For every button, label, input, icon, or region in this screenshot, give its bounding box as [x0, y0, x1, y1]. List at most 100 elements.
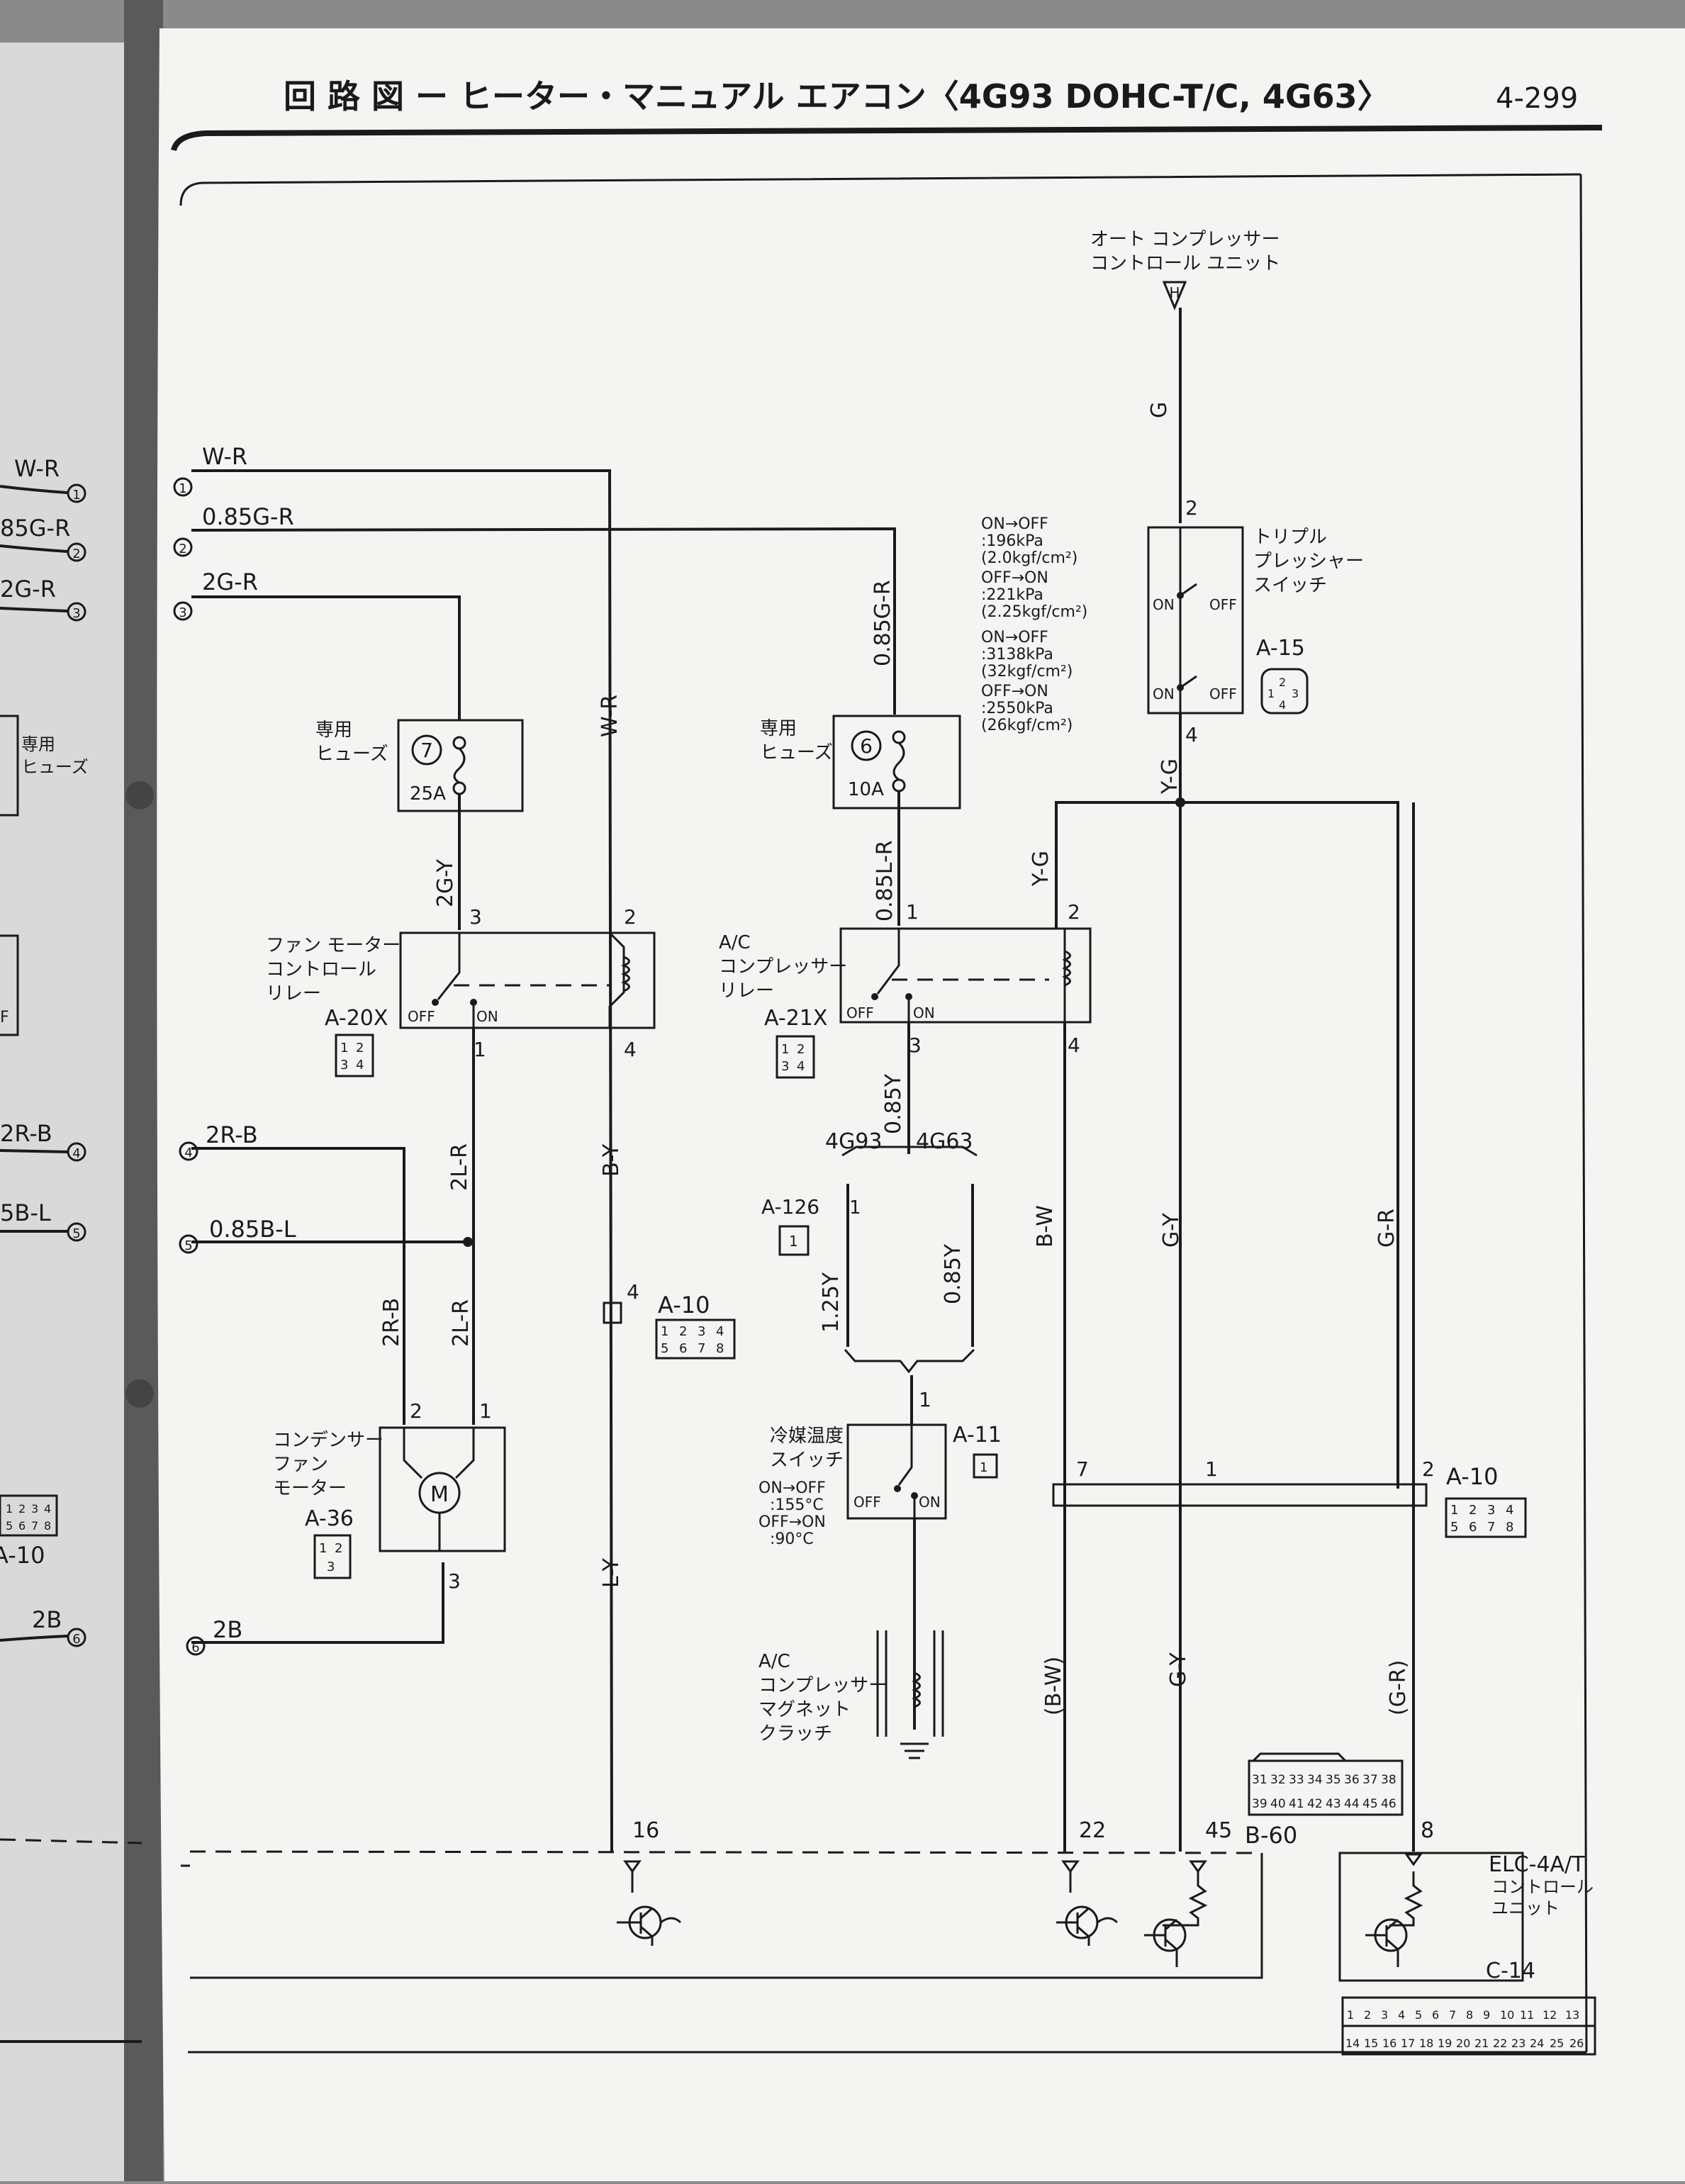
input-no-3: 3	[179, 605, 186, 620]
svg-text:コントロール: コントロール	[1491, 1877, 1594, 1897]
condenser-fan-connector: A-36	[305, 1506, 354, 1531]
condenser-fan-name-3: モーター	[273, 1478, 347, 1499]
svg-text:2: 2	[1364, 2008, 1371, 2022]
engine-label-left: 4G93	[825, 1129, 883, 1154]
svg-text:20: 20	[1456, 2037, 1470, 2050]
left-wire-label-3: 2G-R	[0, 576, 56, 603]
fuse-6: 6 10A 専用 ヒューズ	[760, 715, 961, 810]
left-wire-no-5: 5	[72, 1226, 80, 1241]
svg-text:オート コンプレッサー: オート コンプレッサー	[1090, 229, 1280, 250]
svg-text:6: 6	[1432, 2008, 1439, 2022]
svg-text:5: 5	[6, 1519, 13, 1533]
input-label-3: 2G-R	[202, 569, 258, 595]
svg-text:2: 2	[356, 1041, 364, 1055]
svg-text:13: 13	[1565, 2008, 1579, 2022]
svg-text:ON: ON	[919, 1494, 941, 1511]
wire-label-085l-r: 0.85L-R	[873, 840, 897, 922]
a126-connector: A-126 1 1	[761, 1195, 861, 1256]
svg-text:22: 22	[1493, 2037, 1507, 2050]
svg-text:OFF→ON: OFF→ON	[758, 1513, 826, 1531]
svg-text:OFF→ON: OFF→ON	[981, 683, 1048, 700]
page-header: 回 路 図 ー ヒーター・マニュアル エアコン〈4G93 DOHC-T/C, 4…	[171, 77, 1603, 2054]
svg-text:ON: ON	[913, 1004, 935, 1021]
b60-pin-45: 45	[1205, 1818, 1232, 1843]
svg-text:8: 8	[44, 1519, 51, 1533]
b60-pin-22: 22	[1079, 1818, 1106, 1843]
triple-switch-name-1: トリプル	[1253, 527, 1327, 548]
input-wires: 1 2 3 4 5 6 W-R 0.85G-R 2G-R 2R-B 0.85B-…	[173, 443, 896, 1852]
svg-text:(26kgf/cm²): (26kgf/cm²)	[981, 717, 1073, 734]
svg-text:2: 2	[797, 1042, 805, 1057]
svg-text:8: 8	[1466, 2008, 1473, 2022]
wire-label-085g-r: 0.85G-R	[871, 580, 895, 666]
left-wire-no-3: 3	[72, 606, 80, 621]
svg-text:3: 3	[1292, 687, 1299, 700]
svg-text:A-10: A-10	[1446, 1463, 1498, 1490]
engine-label-right: 4G63	[916, 1129, 973, 1154]
input-label-5: 0.85B-L	[209, 1216, 296, 1243]
svg-text:5: 5	[661, 1341, 668, 1356]
svg-text:4: 4	[624, 1038, 637, 1061]
svg-text:3: 3	[781, 1059, 789, 1074]
wire-label-y-g-relay: Y-G	[1029, 851, 1053, 887]
svg-text:1: 1	[1267, 687, 1275, 700]
svg-text::3138kPa: :3138kPa	[981, 646, 1053, 663]
temp-switch-name-2: スイッチ	[770, 1450, 844, 1471]
ac-relay-connector: A-21X	[764, 1006, 827, 1031]
svg-text::2550kPa: :2550kPa	[981, 700, 1053, 717]
svg-text:1: 1	[474, 1038, 486, 1061]
svg-text:OFF: OFF	[408, 1008, 435, 1025]
magnetic-clutch: A/C コンプレッサー マグネット クラッチ	[758, 1630, 944, 1759]
fuse-7: 7 25A 専用 ヒューズ	[315, 719, 524, 812]
wire-label-g-r: G-R	[1375, 1209, 1399, 1248]
svg-text:7: 7	[1076, 1457, 1089, 1481]
svg-text:39: 39	[1252, 1797, 1267, 1811]
svg-text:42: 42	[1307, 1797, 1323, 1811]
svg-text:OFF: OFF	[1209, 685, 1237, 702]
svg-text:4: 4	[716, 1324, 724, 1339]
b60-pin-8: 8	[1421, 1818, 1434, 1843]
auto-compressor-control-unit: オート コンプレッサー コントロール ユニット H G	[1090, 229, 1280, 523]
svg-text:7: 7	[1487, 1520, 1495, 1535]
ac-relay-name-1: A/C	[719, 932, 751, 953]
svg-text:(32kgf/cm²): (32kgf/cm²)	[981, 663, 1073, 681]
wire-label-y-g-top: Y-G	[1158, 758, 1182, 795]
svg-text::196kPa: :196kPa	[981, 532, 1043, 550]
left-wire-no-2: 2	[72, 547, 80, 561]
svg-text:3: 3	[327, 1559, 335, 1574]
svg-text::155°C: :155°C	[770, 1496, 824, 1514]
left-fuse-label-1: 専用	[21, 734, 55, 754]
fan-motor-relay: OFF ON 3 2 1 4 ファン モーター コントロール リレー A-20X…	[266, 905, 656, 1077]
svg-text:1: 1	[919, 1388, 931, 1411]
clutch-name-1: A/C	[758, 1651, 790, 1672]
wire-label-2l-r-bottom: 2L-R	[449, 1299, 474, 1347]
svg-text:7: 7	[698, 1341, 705, 1356]
b60-pin-16: 16	[632, 1818, 659, 1843]
svg-text:1: 1	[1450, 1503, 1458, 1518]
left-a10-label: A-10	[0, 1542, 45, 1569]
svg-text:ON: ON	[1153, 685, 1175, 702]
svg-text::221kPa: :221kPa	[981, 586, 1043, 604]
fan-relay-name-3: リレー	[266, 983, 321, 1004]
svg-text:1: 1	[319, 1541, 327, 1556]
svg-text:23: 23	[1511, 2037, 1526, 2050]
svg-text:17: 17	[1401, 2037, 1415, 2050]
svg-text:21: 21	[1474, 2037, 1489, 2050]
svg-text:2: 2	[1422, 1457, 1435, 1481]
svg-text:38: 38	[1381, 1773, 1396, 1787]
svg-text:25: 25	[1550, 2037, 1564, 2050]
wire-label-l-y: L-Y	[599, 1558, 624, 1588]
ac-relay-name-3: リレー	[719, 980, 774, 1002]
svg-text:3: 3	[909, 1034, 922, 1057]
a20x-connector-icon: 1 2 3 4	[335, 1034, 374, 1077]
wire-label-125y: 1.25Y	[819, 1272, 844, 1333]
svg-text:32: 32	[1270, 1773, 1286, 1787]
svg-text:2: 2	[679, 1324, 687, 1339]
svg-text:ON: ON	[1153, 596, 1175, 613]
svg-text:4: 4	[1279, 698, 1286, 712]
a10-right-connector: 7 1 2 A-10 1 2 3 4 5 6 7 8	[1052, 1457, 1527, 1538]
fan-relay-name-2: コントロール	[266, 959, 376, 980]
svg-text:3: 3	[1487, 1503, 1495, 1518]
svg-text:4: 4	[1068, 1034, 1080, 1057]
svg-text:8: 8	[716, 1341, 724, 1356]
